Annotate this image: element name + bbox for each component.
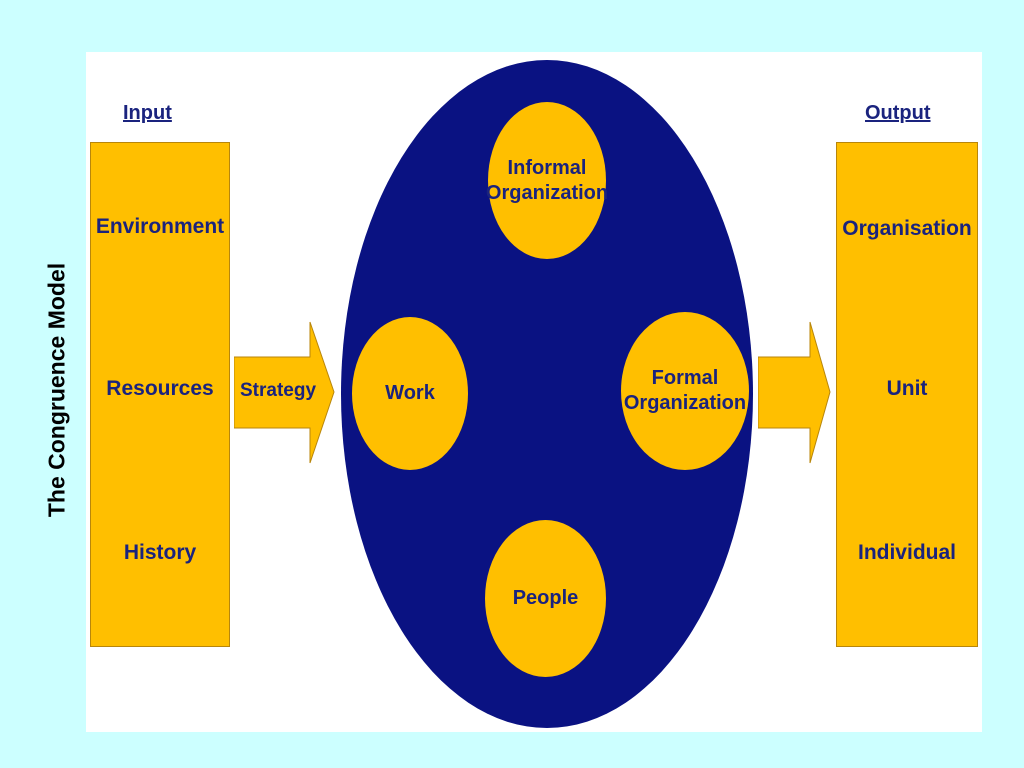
- output-item-unit: Unit: [886, 377, 928, 400]
- diagram-title: The Congruence Model: [43, 262, 70, 518]
- node-people-label: People: [512, 587, 579, 609]
- diagram-panel: Input Environment Resources History Stra…: [86, 52, 982, 732]
- input-item-resources: Resources: [106, 377, 214, 400]
- output-item-organisation: Organisation: [842, 217, 972, 240]
- node-informal-label: Informal Organization: [485, 156, 609, 204]
- node-work-label: Work: [385, 382, 435, 404]
- node-work: Work: [352, 317, 468, 470]
- output-item-individual: Individual: [857, 541, 956, 564]
- output-box: Organisation Unit Individual: [836, 142, 978, 647]
- strategy-arrow: [234, 321, 335, 464]
- output-arrow: [758, 321, 831, 464]
- node-people: People: [485, 520, 606, 677]
- output-heading: Output: [865, 102, 931, 124]
- input-item-environment: Environment: [95, 215, 225, 238]
- input-box: Environment Resources History: [90, 142, 230, 647]
- input-heading: Input: [123, 102, 172, 124]
- strategy-label: Strategy: [240, 380, 317, 401]
- node-formal-label: Formal Organization: [623, 367, 747, 414]
- node-informal-organization: Informal Organization: [485, 102, 609, 259]
- input-item-history: History: [123, 541, 197, 564]
- node-formal-organization: Formal Organization: [621, 312, 749, 470]
